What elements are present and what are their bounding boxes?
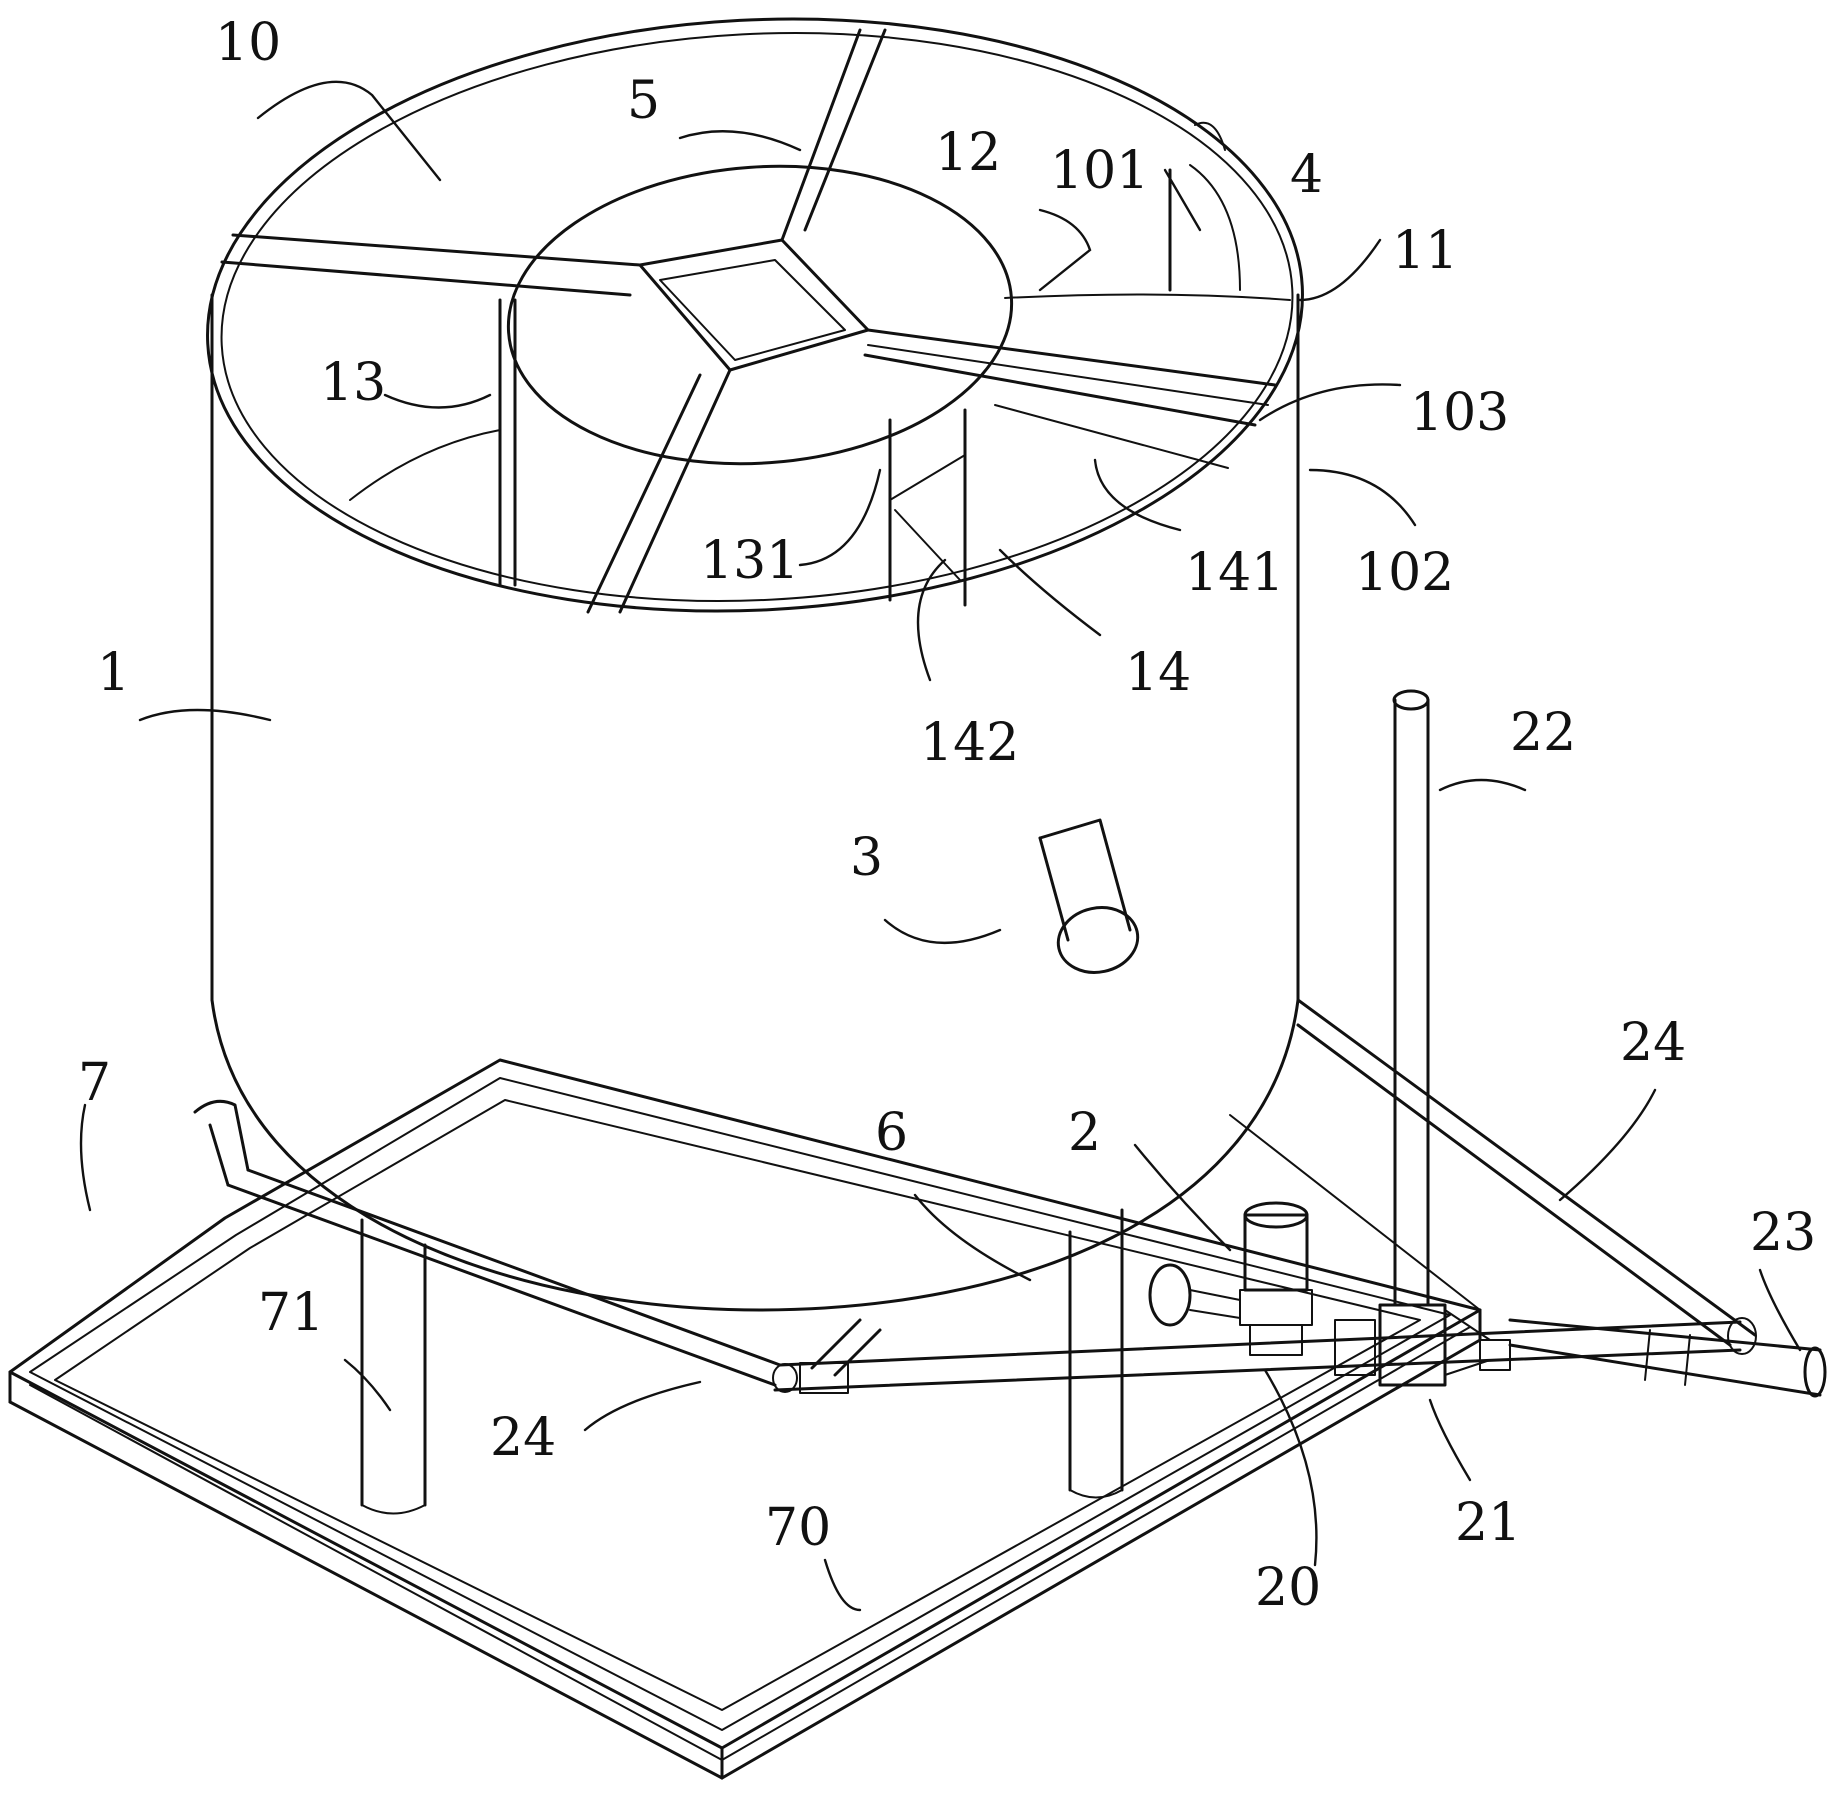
label-14: 14 <box>1125 643 1191 703</box>
label-70: 70 <box>765 1498 831 1558</box>
label-23: 23 <box>1750 1203 1816 1263</box>
leader-lines <box>79 80 1802 1612</box>
piping <box>193 689 1827 1398</box>
label-24-right: 24 <box>1620 1013 1686 1073</box>
label-4: 4 <box>1290 145 1323 205</box>
label-21: 21 <box>1455 1493 1521 1553</box>
label-103: 103 <box>1410 383 1509 443</box>
label-102: 102 <box>1355 543 1454 603</box>
label-131: 131 <box>700 531 799 591</box>
label-22: 22 <box>1510 703 1576 763</box>
label-7: 7 <box>78 1053 111 1113</box>
label-3: 3 <box>850 828 883 888</box>
label-71: 71 <box>258 1283 324 1343</box>
label-24-front: 24 <box>490 1408 556 1468</box>
label-10: 10 <box>215 13 281 73</box>
label-1: 1 <box>97 643 130 703</box>
support-legs <box>360 1208 1124 1515</box>
tank-top <box>206 17 1304 614</box>
tank-body <box>210 293 1300 1312</box>
label-11: 11 <box>1392 221 1458 281</box>
pump-assembly <box>1148 1201 1511 1387</box>
base-frame <box>8 1058 1482 1780</box>
label-13: 13 <box>320 353 386 413</box>
label-20: 20 <box>1255 1558 1321 1618</box>
label-2: 2 <box>1068 1103 1101 1163</box>
part-labels: 10 5 12 101 4 11 13 103 131 141 102 14 1… <box>78 13 1816 1618</box>
label-12: 12 <box>935 123 1001 183</box>
label-101: 101 <box>1050 141 1149 201</box>
label-142: 142 <box>920 713 1019 773</box>
label-5: 5 <box>627 71 660 131</box>
label-141: 141 <box>1185 543 1284 603</box>
label-6: 6 <box>875 1103 908 1163</box>
